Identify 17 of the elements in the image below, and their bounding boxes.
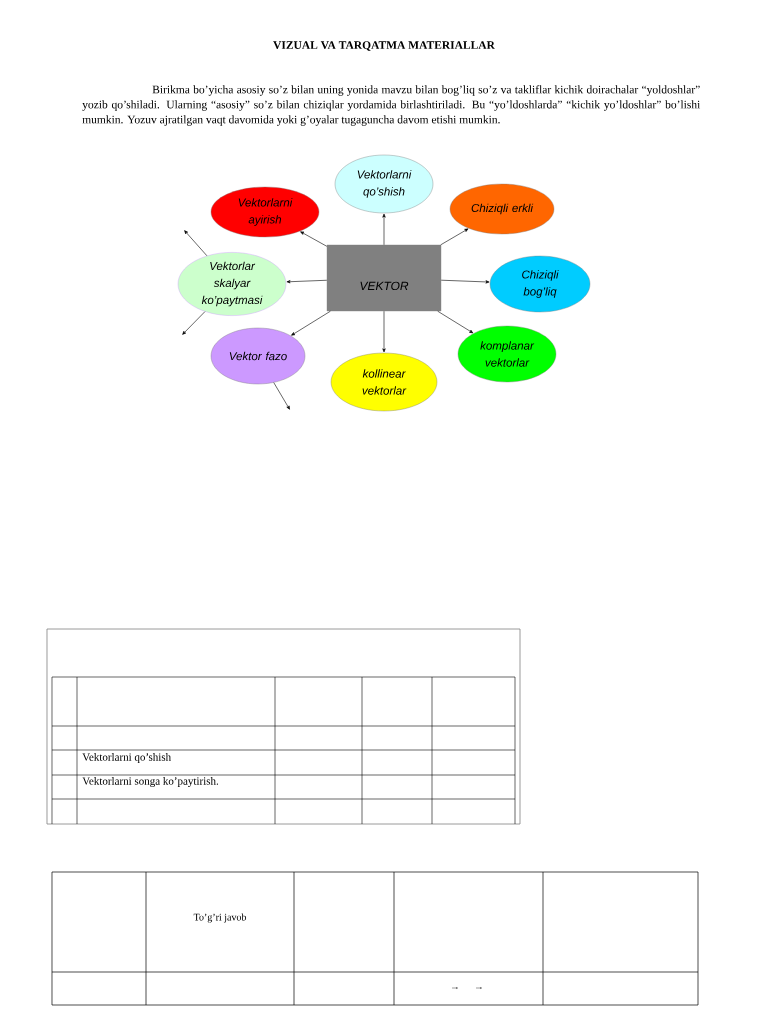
arrow	[291, 310, 331, 336]
arrow	[382, 213, 386, 246]
arrow	[440, 228, 469, 246]
arrow	[286, 279, 328, 284]
table-cell-text: To’g’ri javob	[193, 913, 247, 923]
title: VIZUAL VA TARQATMA MATERIALLAR	[273, 41, 495, 51]
arrow	[440, 279, 490, 284]
table-cell-text: Vektorlarni songa ko’paytirish.	[82, 777, 219, 787]
arrow	[300, 231, 328, 247]
arrow	[437, 310, 474, 334]
central-box: VEKTOR	[326, 244, 442, 312]
intro-paragraph: Birikma bo’yicha asosiy so’z bilan uning yonida mavzu bilan bog’liq so’z va takliflar kichik doirachalar “yoldoshlar” yozib qo’shiladi. Ularning “asosiy” so’z bilan chiziqlar yordamida birlashtiriladi. Bu “yo’ldoshlarda” “kichik yo’ldoshlar” bo’lishi mumkin. Yozuv ajratilgan vaqt davomida yoki g’oyalar tugaguncha davom etishi mumkin.	[82, 85, 701, 126]
arrow	[382, 310, 386, 353]
arrow	[184, 230, 208, 257]
arrow	[273, 382, 290, 410]
arrow	[182, 311, 206, 335]
table-cell-text: Vektorlarni qo’shish	[82, 753, 171, 763]
